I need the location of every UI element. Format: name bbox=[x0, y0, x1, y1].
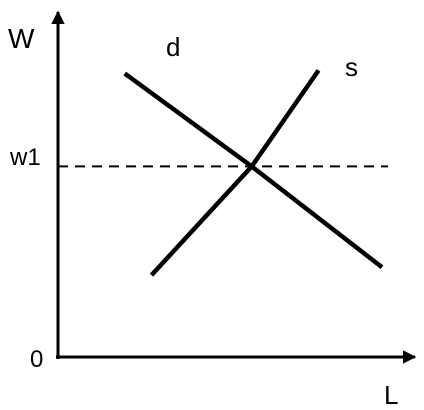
supply-curve-label: s bbox=[345, 52, 358, 82]
demand-curve-label: d bbox=[166, 32, 180, 62]
x-axis-label: L bbox=[384, 380, 398, 410]
w1-label: w1 bbox=[9, 144, 41, 171]
y-axis-label: W bbox=[8, 23, 35, 54]
origin-label: 0 bbox=[30, 346, 43, 373]
series-layer bbox=[123, 69, 384, 277]
demand-curve bbox=[123, 71, 384, 270]
supply-curve bbox=[149, 69, 321, 277]
